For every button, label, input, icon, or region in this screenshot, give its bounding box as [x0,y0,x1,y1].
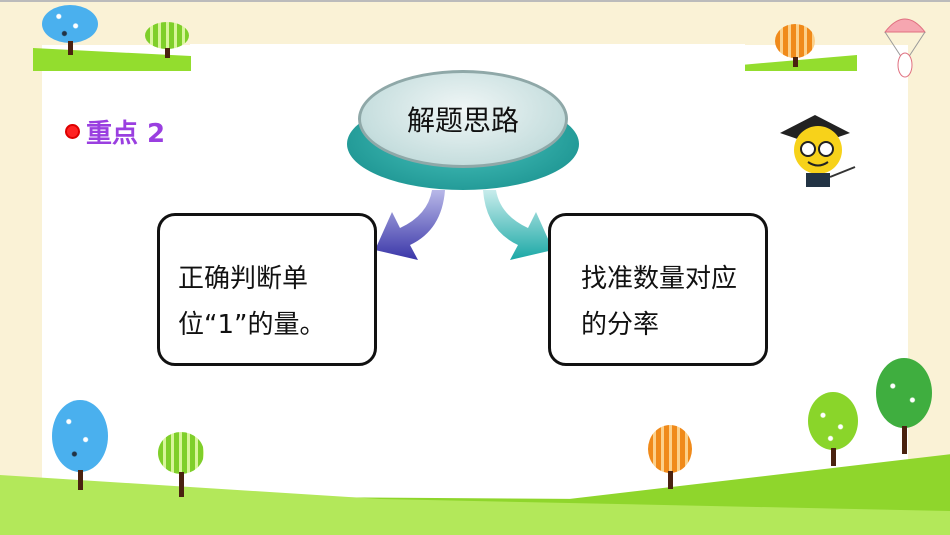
right-point-text: 找准数量对应的分率 [581,264,738,340]
heading-label: 重点 2 [86,119,166,149]
right-point-box: 找准数量对应的分率 [548,213,768,366]
mascot-graduate-icon [780,115,856,187]
left-point-box: 正确判断单位“1”的量。 [157,213,377,366]
top-border [0,0,950,2]
section-heading: 重点 2 [65,113,165,150]
left-point-text: 正确判断单位“1”的量。 [178,264,326,340]
slide-panel-top [190,44,745,74]
center-node: 解题思路 [358,70,568,168]
parachute-icon [883,18,927,78]
center-label: 解题思路 [406,104,519,137]
right-arrow-icon [483,190,553,260]
left-arrow-icon [375,190,445,260]
bullet-icon [65,124,80,139]
